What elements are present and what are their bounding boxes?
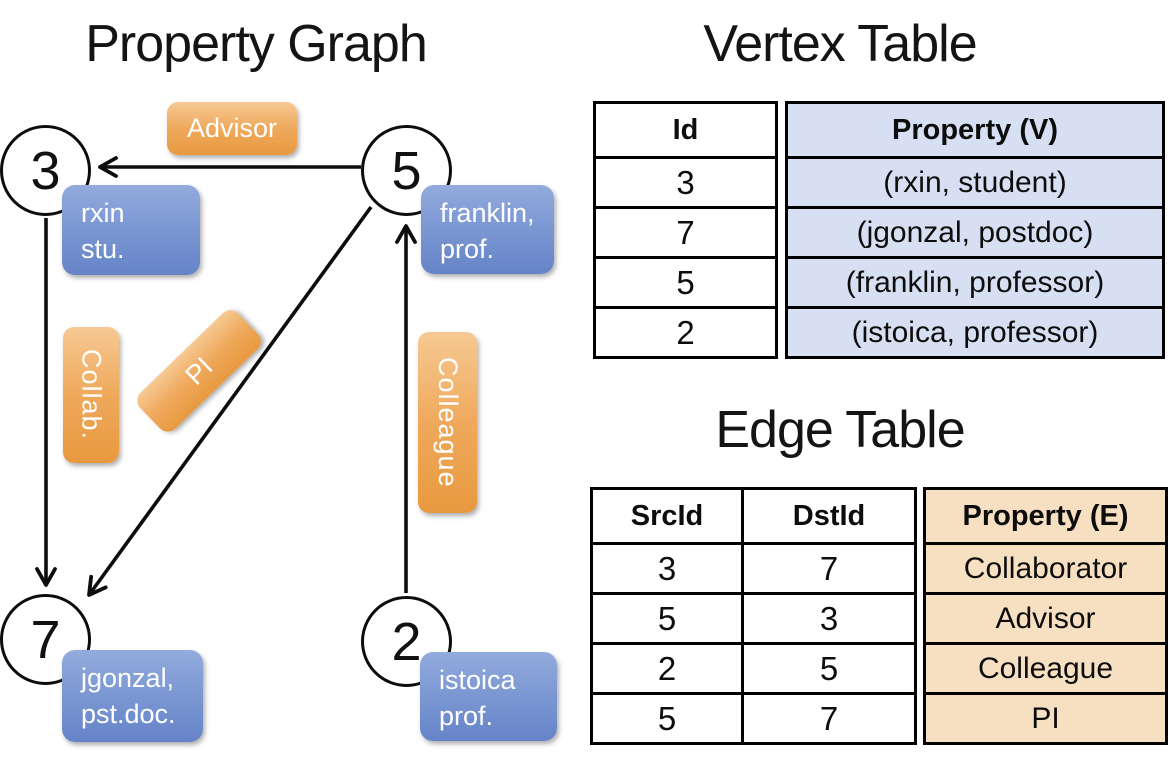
table-cell: 3 (596, 156, 775, 206)
node-2-id: 2 (391, 611, 422, 672)
table-cell: (istoica, professor) (788, 306, 1162, 356)
vertex-property-line: istoica (439, 665, 516, 695)
vertex-property-box-istoica: istoica prof. (420, 652, 557, 741)
vertex-table-title: Vertex Table (703, 15, 977, 73)
graph-node-5: 5 (361, 125, 452, 216)
table-cell: PI (926, 692, 1165, 742)
node-5-id: 5 (391, 140, 422, 201)
table-cell: 5 (593, 692, 741, 742)
edge-label-text: Collab. (76, 349, 107, 441)
table-cell: 5 (596, 256, 775, 306)
vertex-table-header-property: Property (V) (892, 113, 1058, 146)
edge-label-text: PI (179, 350, 219, 391)
vertex-table-header-id: Id (672, 113, 699, 146)
table-cell: (jgonzal, postdoc) (788, 206, 1162, 256)
vertex-property-line: prof. (440, 233, 495, 264)
edge-table-header-dstid: DstId (792, 499, 866, 532)
table-cell: (rxin, student) (788, 156, 1162, 206)
edge-table: SrcId 3 5 2 5 DstId 7 3 5 7 Property (E)… (590, 487, 1168, 745)
vertex-property-line: rxin (81, 198, 125, 228)
edge-table-title: Edge Table (715, 401, 965, 459)
edge-table-id-columns: SrcId 3 5 2 5 DstId 7 3 5 7 (590, 487, 917, 745)
node-3-id: 3 (30, 140, 61, 201)
node-7-id: 7 (30, 609, 61, 670)
table-cell: (franklin, professor) (788, 256, 1162, 306)
edge-table-header-property: Property (E) (962, 499, 1129, 532)
table-cell: 7 (744, 692, 914, 742)
edge-label-text: Colleague (433, 357, 463, 488)
vertex-property-box-rxin: rxin stu. (62, 185, 200, 275)
table-cell: 2 (596, 306, 775, 356)
vertex-property-line: stu. (81, 233, 125, 264)
edge-table-srcid-column: SrcId 3 5 2 5 (593, 490, 741, 742)
edge-table-header-srcid: SrcId (630, 499, 704, 532)
table-cell: 5 (744, 642, 914, 692)
edge-arrow-5-to-7 (87, 205, 373, 597)
table-cell: Advisor (926, 592, 1165, 642)
vertex-property-box-jgonzal: jgonzal, pst.doc. (62, 650, 203, 742)
vertex-property-line: franklin, (440, 198, 535, 228)
vertex-property-box-franklin: franklin, prof. (421, 185, 554, 274)
edge-table-property-column: Property (E) Collaborator Advisor Collea… (923, 487, 1168, 745)
vertex-property-line: prof. (439, 700, 494, 731)
edge-label-advisor: Advisor (167, 102, 297, 155)
table-cell: 7 (596, 206, 775, 256)
table-cell: 3 (593, 542, 741, 592)
vertex-property-line: jgonzal, (81, 663, 175, 693)
edge-table-dstid-column: DstId 7 3 5 7 (741, 490, 914, 742)
table-cell: Collaborator (926, 542, 1165, 592)
table-cell: 7 (744, 542, 914, 592)
vertex-table-id-column: Id 3 7 5 2 (593, 101, 778, 359)
graph-node-2: 2 (361, 596, 452, 687)
edge-label-text: Advisor (186, 113, 278, 143)
vertex-table-property-column: Property (V) (rxin, student) (jgonzal, p… (785, 101, 1165, 359)
vertex-property-line: pst.doc. (81, 698, 176, 729)
edge-label-colleague: Colleague (418, 332, 477, 513)
vertex-table: Id 3 7 5 2 Property (V) (rxin, student) … (593, 101, 1165, 359)
table-cell: 5 (593, 592, 741, 642)
table-cell: 2 (593, 642, 741, 692)
edge-label-collab: Collab. (63, 327, 119, 463)
property-graph-title: Property Graph (85, 15, 428, 73)
table-cell: Colleague (926, 642, 1165, 692)
graph-edges-layer (35, 156, 417, 597)
table-cell: 3 (744, 592, 914, 642)
